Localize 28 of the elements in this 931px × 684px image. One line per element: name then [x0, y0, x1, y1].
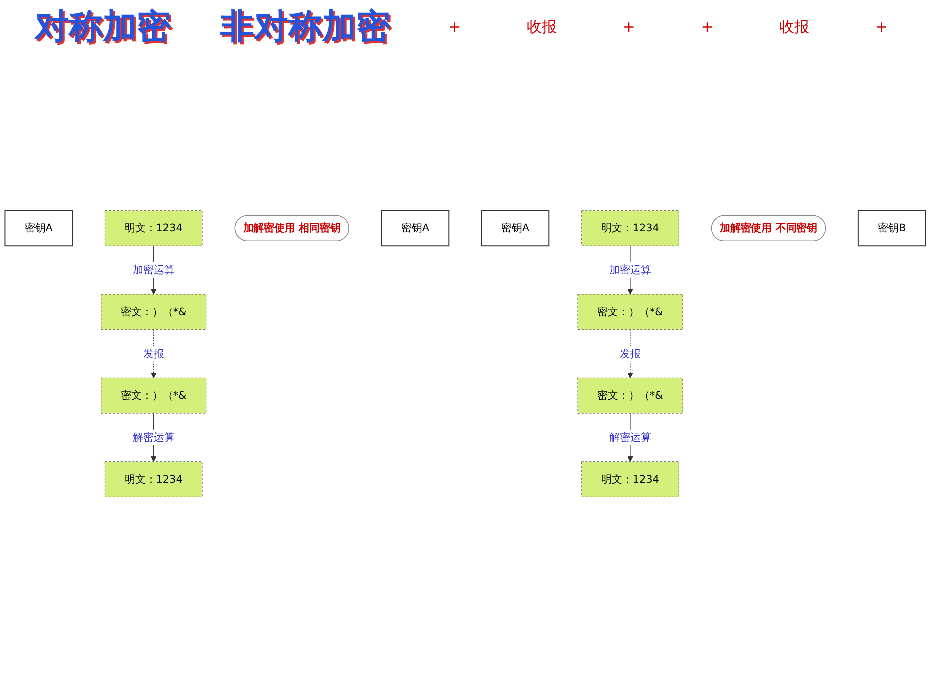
node-box: 密钥A — [481, 210, 550, 247]
node-box: 明文：1234 — [104, 210, 203, 246]
node-box: 密钥A — [381, 210, 450, 247]
note-text: 收报 — [780, 18, 810, 36]
note-text: + — [448, 18, 462, 36]
node-box: 密钥A — [4, 210, 74, 247]
node-box: 密文：）（*& — [578, 294, 684, 330]
node-box: 明文：1234 — [104, 462, 203, 498]
edge-label: 发报 — [620, 347, 641, 360]
note-text: 收报 — [526, 18, 557, 36]
node-box: 密钥B — [858, 210, 926, 247]
node-box: 密文：）（*& — [101, 294, 207, 330]
edge-label: 加密运算 — [610, 264, 652, 276]
edge-label: 加密运算 — [132, 264, 175, 276]
edge-label: 解密运算 — [610, 431, 652, 444]
arrow — [628, 329, 634, 378]
arrow — [150, 329, 157, 378]
note-text: + — [622, 18, 636, 36]
edge-label: 发报 — [143, 347, 164, 360]
note-text: + — [875, 18, 888, 36]
heading: 非对称加密 — [220, 6, 391, 49]
heading: 对称加密 — [34, 6, 171, 49]
note-text: + — [701, 18, 714, 36]
node-box: 明文：1234 — [582, 462, 680, 498]
node-box: 密文：）（*& — [101, 378, 207, 414]
node-box: 明文：1234 — [582, 210, 680, 246]
edge-label: 解密运算 — [132, 431, 175, 444]
node-box: 密文：）（*& — [578, 378, 684, 414]
